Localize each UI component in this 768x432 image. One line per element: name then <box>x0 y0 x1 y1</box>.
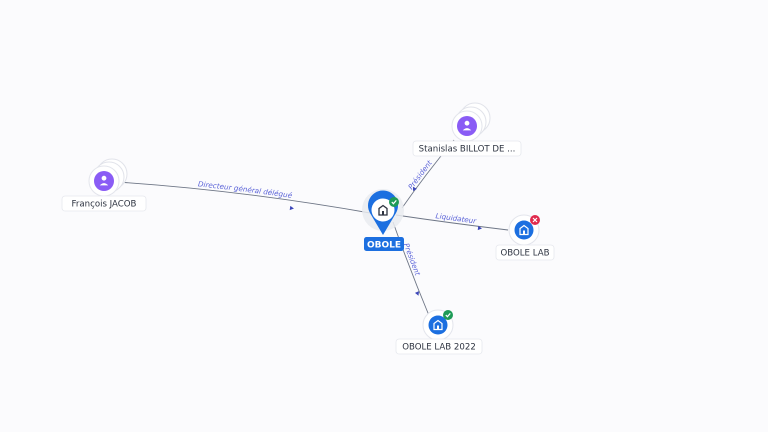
active-status-badge <box>443 310 453 320</box>
node-company-obole-lab[interactable]: OBOLE LAB <box>495 214 555 261</box>
check-icon <box>391 200 397 205</box>
edge-line <box>395 214 509 231</box>
edge-label: Directeur général délégué <box>197 179 293 200</box>
building-icon <box>519 224 529 236</box>
person-avatar <box>94 171 114 191</box>
check-icon <box>445 313 451 318</box>
arrow-icon <box>412 186 417 192</box>
node-company-obole-lab-2022[interactable]: OBOLE LAB 2022 <box>395 309 483 355</box>
edge-label: Président <box>406 158 434 192</box>
node-person-jacob[interactable]: François JACOB <box>61 158 147 212</box>
node-label: OBOLE LAB <box>501 249 550 259</box>
edge-label: Président <box>402 242 423 278</box>
edge-obole-lab[interactable]: Liquidateur <box>395 211 509 231</box>
edge-line <box>116 181 377 215</box>
building-icon <box>433 319 443 331</box>
company-avatar <box>428 315 448 335</box>
person-icon <box>99 175 109 186</box>
person-avatar <box>457 116 477 136</box>
arrow-icon <box>477 225 482 231</box>
person-icon <box>462 120 472 131</box>
node-label-box <box>412 140 522 157</box>
node-label: OBOLE <box>367 240 401 250</box>
arrow-icon <box>414 291 420 296</box>
edge-obole-lab2022[interactable]: Président <box>392 221 431 319</box>
node-label: OBOLE LAB 2022 <box>402 343 476 353</box>
node-label: Stanislas BILLOT DE ... <box>419 145 516 155</box>
node-company-obole-selected[interactable]: OBOLE <box>362 189 404 251</box>
active-status-badge <box>389 197 399 207</box>
pin-inner <box>371 198 395 222</box>
company-avatar <box>514 220 534 240</box>
node-person-billot[interactable]: Stanislas BILLOT DE ... <box>412 102 522 157</box>
node-label-box <box>495 244 555 261</box>
node-label-box <box>364 237 404 251</box>
edge-jacob-obole[interactable]: Directeur général délégué <box>116 179 377 215</box>
building-icon <box>378 204 388 216</box>
edge-line <box>392 221 431 319</box>
node-label: François JACOB <box>72 200 137 210</box>
node-label-box <box>61 195 147 212</box>
close-icon <box>532 217 538 223</box>
arrow-icon <box>289 205 294 211</box>
node-label-box <box>395 338 483 355</box>
